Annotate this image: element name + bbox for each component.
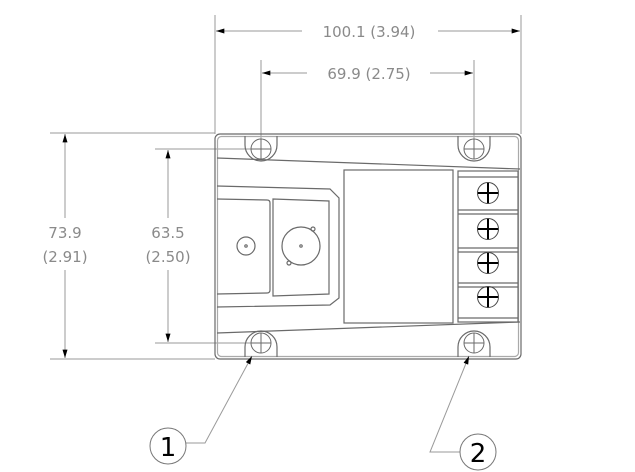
label-area	[343, 169, 454, 324]
extension-lines	[50, 15, 522, 360]
potentiometer-icon	[281, 226, 321, 266]
callout-2: 2	[429, 355, 497, 471]
terminal-screws	[477, 182, 499, 308]
dimension-label: (2.91)	[42, 248, 87, 266]
mounting-hole-icon	[463, 332, 485, 354]
dimension-width-overall: 100.1 (3.94)	[215, 23, 520, 41]
callout-number: 1	[160, 433, 177, 463]
dimension-height-overall: 73.9 (2.91)	[42, 133, 88, 358]
mounting-hole-icon	[250, 138, 272, 160]
screw-icon	[477, 252, 499, 274]
screw-icon	[477, 218, 499, 240]
mounting-holes	[250, 138, 485, 354]
module-body	[214, 133, 522, 360]
dimension-label: (2.50)	[145, 248, 190, 266]
dimension-height-holes: 63.5 (2.50)	[145, 149, 191, 342]
dimension-label: 69.9 (2.75)	[327, 65, 410, 83]
mounting-hole-icon	[250, 332, 272, 354]
dimension-width-holes: 69.9 (2.75)	[262, 65, 473, 83]
callout-1: 1	[149, 355, 253, 465]
screw-icon	[477, 182, 499, 204]
mounting-hole-icon	[463, 138, 485, 160]
led-icon	[236, 236, 256, 256]
dimension-label: 100.1 (3.94)	[323, 23, 416, 41]
dimension-label: 63.5	[151, 224, 184, 242]
connector-recess	[216, 185, 340, 308]
callout-number: 2	[470, 439, 487, 469]
dimension-label: 73.9	[48, 224, 81, 242]
screw-icon	[477, 286, 499, 308]
